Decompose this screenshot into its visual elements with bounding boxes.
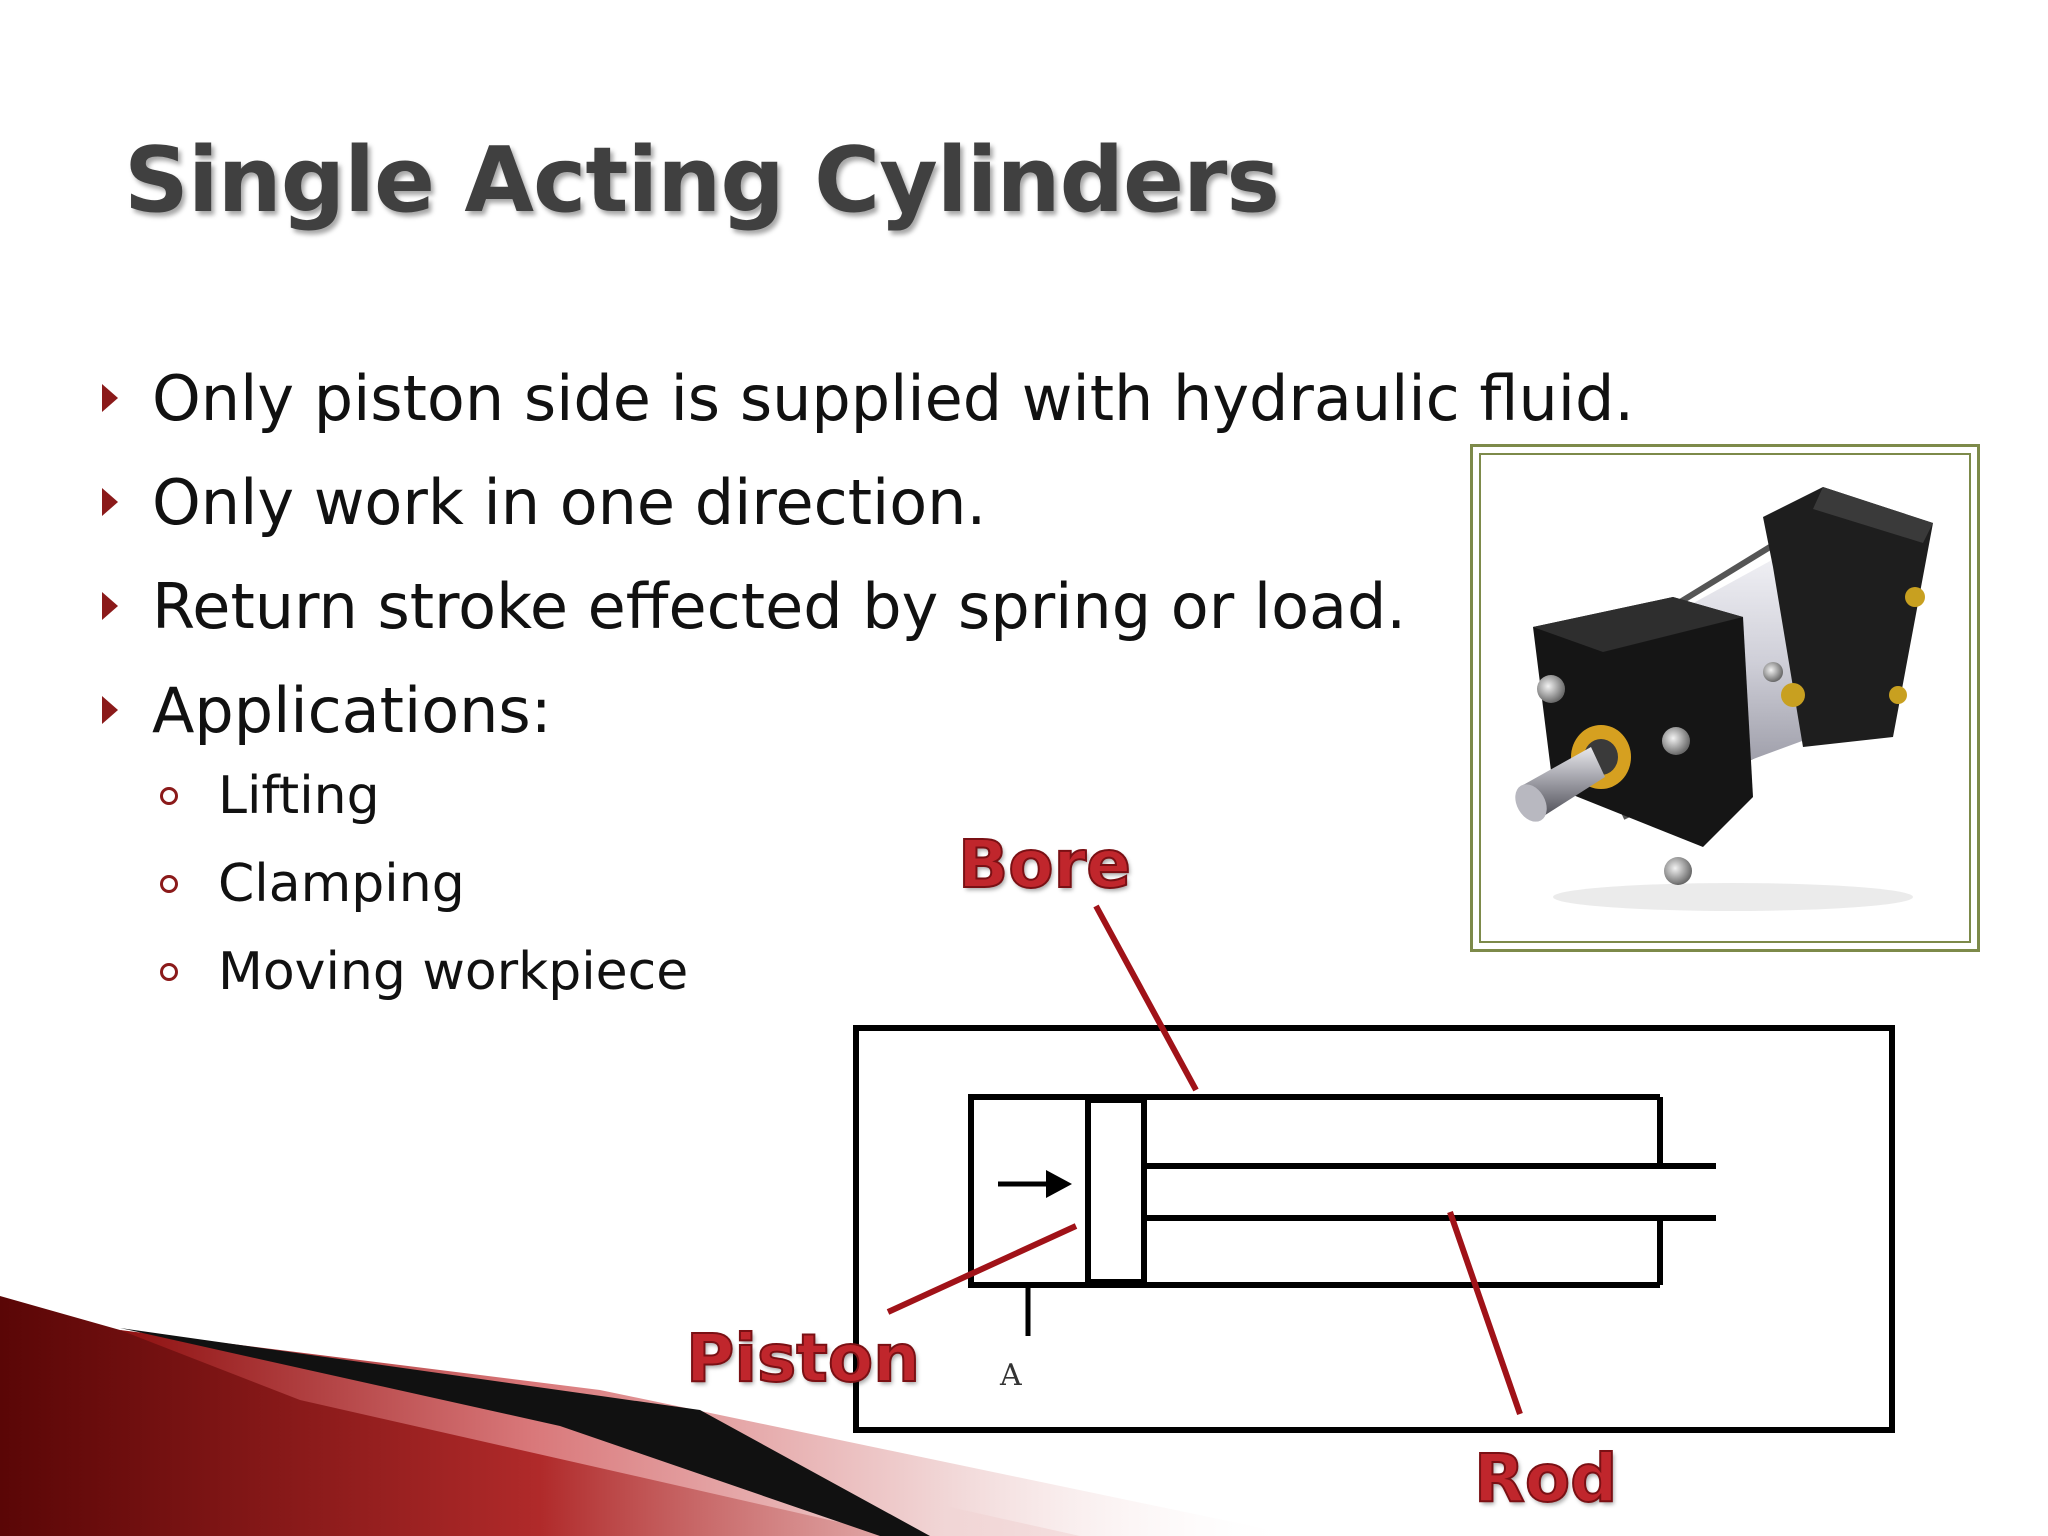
sub-bullet-item: Moving workpiece — [160, 928, 688, 1016]
circle-bullet-icon — [160, 787, 178, 805]
sub-bullet-list: Lifting Clamping Moving workpiece — [160, 752, 688, 1016]
sub-bullet-item: Lifting — [160, 752, 688, 840]
photo-inner-border — [1479, 453, 1971, 943]
bullet-list: Only piston side is supplied with hydrau… — [96, 346, 1634, 762]
rod-leader-line — [1447, 1211, 1523, 1415]
rear-cap-shape — [1763, 487, 1933, 747]
sub-bullet-text: Lifting — [218, 766, 380, 826]
bullet-item: Only piston side is supplied with hydrau… — [96, 346, 1634, 450]
triangle-bullet-icon — [102, 384, 118, 412]
bullet-item: Applications: — [96, 658, 1634, 762]
triangle-bullet-icon — [102, 488, 118, 516]
triangle-bullet-icon — [102, 696, 118, 724]
bullet-text: Only work in one direction. — [152, 465, 987, 539]
piston-shape — [1085, 1097, 1147, 1285]
circle-bullet-icon — [160, 963, 178, 981]
nut-icon — [1662, 727, 1690, 755]
triangle-bullet-icon — [102, 592, 118, 620]
sub-bullet-text: Clamping — [218, 854, 465, 914]
circle-bullet-icon — [160, 875, 178, 893]
rod-callout: Rod — [1473, 1439, 1618, 1518]
piston-leader-line — [886, 1223, 1078, 1315]
bullet-item: Return stroke effected by spring or load… — [96, 554, 1634, 658]
bore-callout: Bore — [957, 825, 1132, 904]
cylinder-photo-frame — [1470, 444, 1980, 952]
port-label: A — [1000, 1358, 1022, 1393]
nut-icon — [1537, 675, 1565, 703]
sub-bullet-text: Moving workpiece — [218, 942, 689, 1002]
bullet-text: Applications: — [152, 673, 552, 747]
bullet-text: Only piston side is supplied with hydrau… — [152, 361, 1635, 435]
bullet-text: Return stroke effected by spring or load… — [152, 569, 1407, 643]
slide-title: Single Acting Cylinders — [124, 128, 1280, 233]
bullet-item: Only work in one direction. — [96, 450, 1634, 554]
piston-callout: Piston — [685, 1319, 921, 1398]
sub-bullet-item: Clamping — [160, 840, 688, 928]
bore-leader-line — [1093, 904, 1199, 1092]
cylinder-body — [968, 1094, 1660, 1288]
nut-icon — [1664, 857, 1692, 885]
hydraulic-cylinder-photo — [1515, 487, 1933, 911]
